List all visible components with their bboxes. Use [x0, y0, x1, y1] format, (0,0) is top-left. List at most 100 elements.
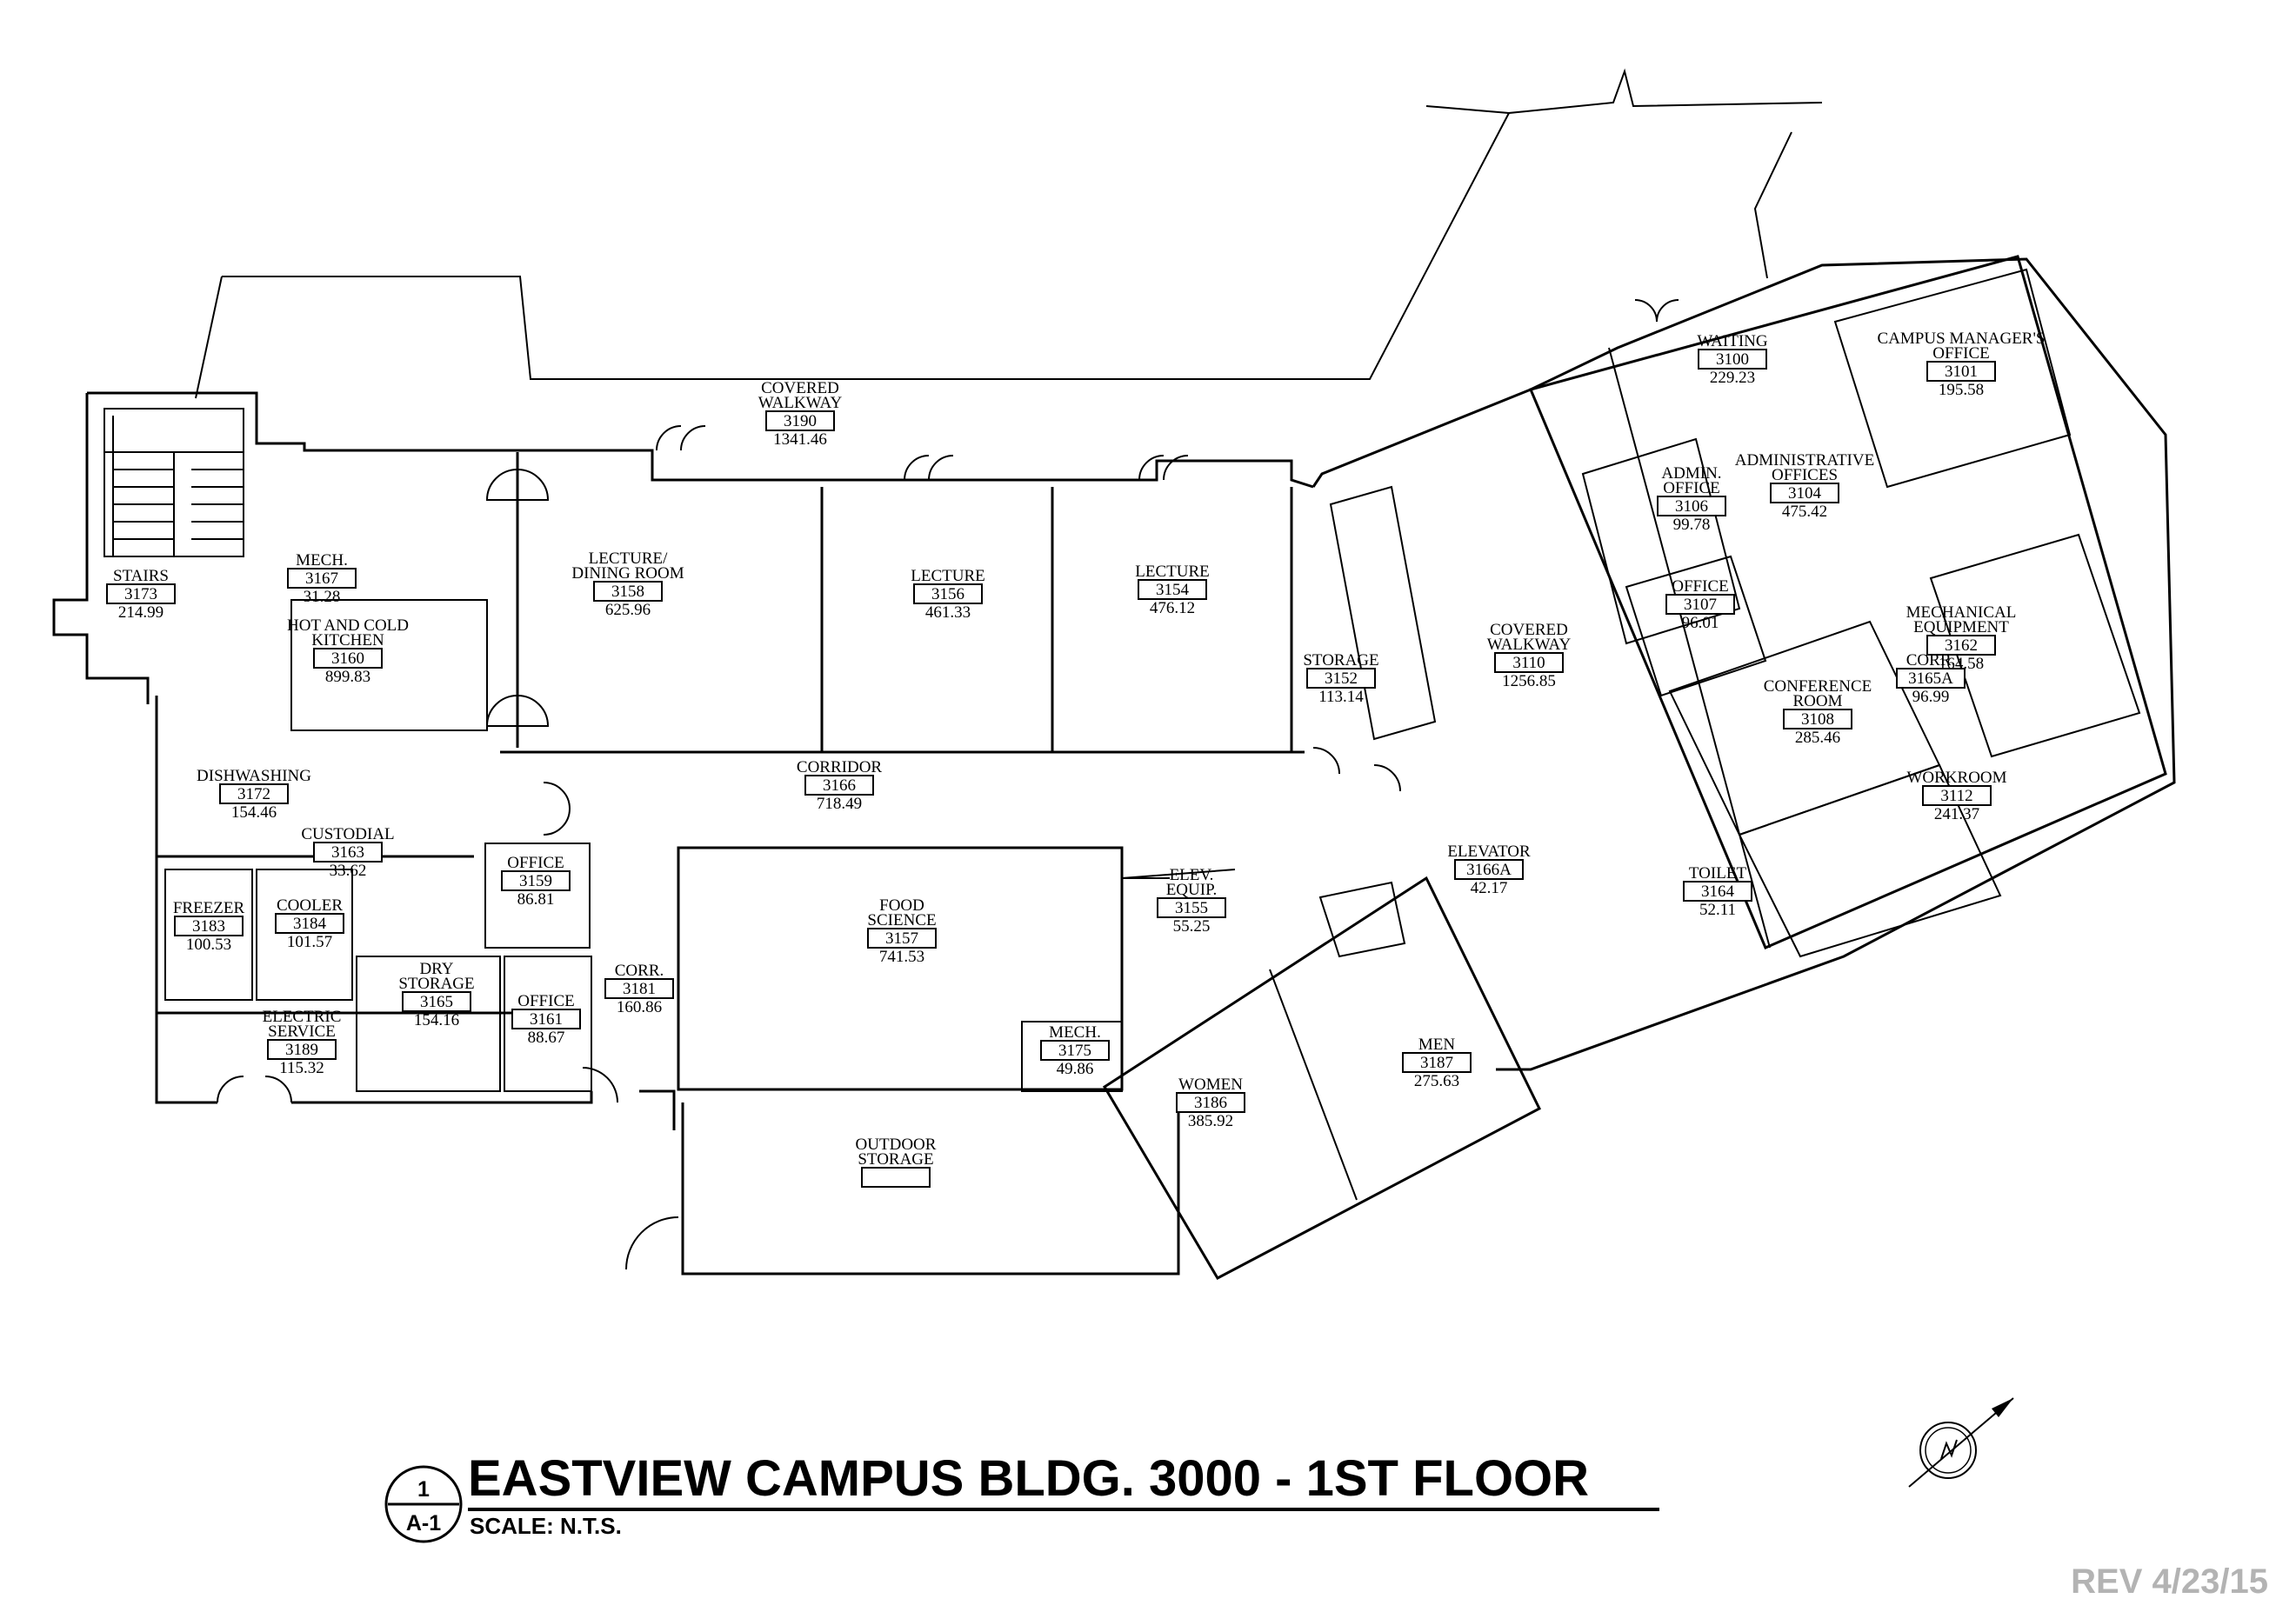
room-name: WALKWAY [758, 394, 843, 412]
room-name: ROOM [1792, 692, 1842, 710]
room-name: MECH. [1049, 1023, 1101, 1042]
room-number-box [1176, 1092, 1245, 1113]
room-number-box [1926, 361, 1996, 382]
room-number: 3166A [1466, 861, 1512, 879]
room-number: 3173 [124, 585, 157, 603]
room-number-box [1157, 897, 1226, 918]
room-name: OFFICE [1663, 479, 1719, 497]
room-number: 3108 [1801, 710, 1834, 729]
room-number-box [219, 783, 289, 804]
room-name: LECTURE/ [589, 550, 668, 568]
room-area: 285.46 [1795, 729, 1840, 747]
room-name: ELEVATOR [1447, 843, 1531, 861]
room-number-box [1306, 668, 1376, 689]
room-name: OUTDOOR [856, 1136, 937, 1154]
room-number: 3166 [823, 776, 856, 795]
room-number: 3189 [285, 1041, 318, 1059]
room-number: 3187 [1420, 1054, 1453, 1072]
room-name: ELECTRIC [263, 1008, 342, 1026]
room-name: ADMINISTRATIVE [1735, 451, 1874, 470]
room-area: 275.63 [1414, 1072, 1459, 1090]
room-area: 42.17 [1471, 879, 1508, 897]
west-wing-walls [52, 391, 1314, 1276]
room-number: 3101 [1945, 363, 1978, 381]
room-number: 3183 [192, 917, 225, 936]
room-name: FREEZER [173, 899, 245, 917]
room-number-box [804, 775, 874, 796]
room-name: STORAGE [1303, 651, 1378, 669]
room-area: 385.92 [1188, 1112, 1233, 1130]
room-number: 3167 [305, 570, 338, 588]
room-name: LECTURE [911, 567, 985, 585]
room-name: TOILET [1689, 864, 1747, 883]
detail-number: 1 [417, 1477, 430, 1502]
room-name: COVERED [1490, 621, 1568, 639]
room-area: 461.33 [925, 603, 971, 622]
room-number-box [1770, 483, 1839, 503]
room-number-box [1922, 785, 1992, 806]
room-name: STAIRS [113, 567, 169, 585]
room-name: OFFICE [517, 992, 574, 1010]
room-number-box [913, 583, 983, 604]
room-name: COOLER [277, 896, 343, 915]
room-area: 1341.46 [773, 430, 827, 449]
room-name: OFFICE [1672, 577, 1728, 596]
room-number: 3158 [611, 583, 644, 601]
room-number-box [1138, 579, 1207, 600]
room-number-box [1657, 496, 1726, 516]
room-area: 115.32 [279, 1059, 324, 1077]
room-number: 3155 [1175, 899, 1208, 917]
room-area: 52.11 [1699, 901, 1736, 919]
room-name: DISHWASHING [197, 767, 311, 785]
room-name: DRY [419, 960, 453, 978]
room-number: 3104 [1788, 484, 1822, 503]
room-area: 154.46 [231, 803, 277, 822]
room-number: 3165A [1908, 669, 1953, 688]
room-number-box [287, 568, 357, 589]
room-number: 3184 [293, 915, 327, 933]
room-number: 3159 [519, 872, 552, 890]
room-number-box [1665, 594, 1735, 615]
room-number: 3106 [1675, 497, 1708, 516]
room-number-box [1040, 1040, 1110, 1061]
room-area: 113.14 [1318, 688, 1364, 706]
room-number-box [1926, 635, 1996, 656]
room-area: 160.86 [617, 998, 662, 1016]
revision-date: REV 4/23/15 [2071, 1562, 2268, 1601]
room-name: ADMIN. [1661, 464, 1721, 483]
room-name: CAMPUS MANAGER'S [1878, 330, 2046, 348]
room-name: DINING ROOM [571, 564, 684, 583]
room-number-box [402, 991, 471, 1012]
room-name: SERVICE [268, 1022, 336, 1041]
room-area: 88.67 [528, 1029, 565, 1047]
room-name: CORR. [1906, 651, 1956, 669]
room-area: 49.86 [1057, 1060, 1094, 1078]
room-number-box [174, 916, 244, 936]
room-number-box [765, 410, 835, 431]
room-number: 3164 [1701, 883, 1735, 901]
room-number: 3154 [1156, 581, 1190, 599]
drawing-scale: SCALE: N.T.S. [470, 1513, 622, 1539]
room-name: WOMEN [1178, 1076, 1243, 1094]
room-number: 3157 [885, 929, 918, 948]
room-number-box [1454, 859, 1524, 880]
restroom-block-walls [1102, 869, 1541, 1280]
